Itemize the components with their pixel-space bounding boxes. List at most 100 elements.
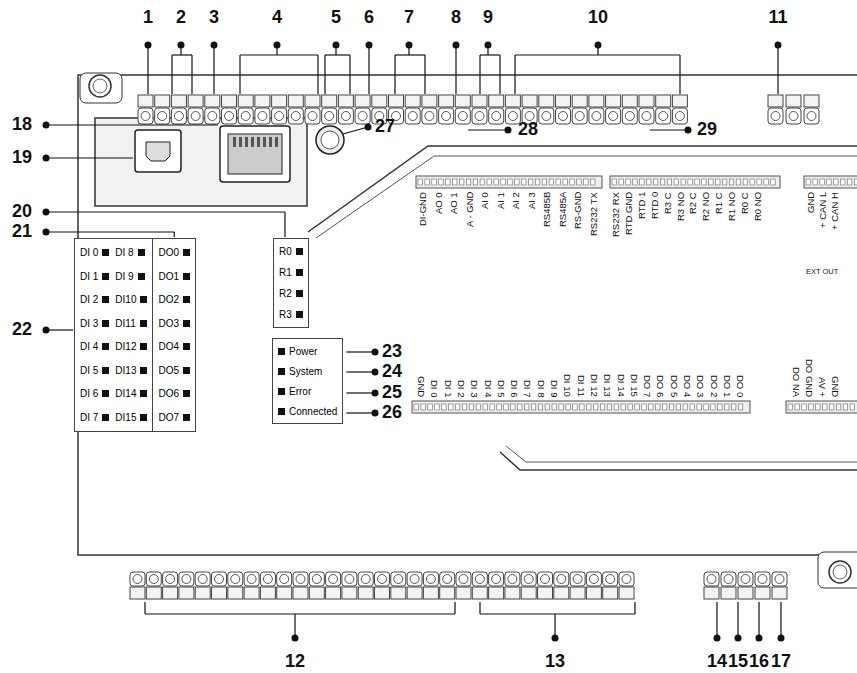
- terminal: [188, 108, 203, 124]
- mounting-hole: [93, 79, 107, 93]
- led-indicator: [278, 408, 285, 415]
- led-label: DI 6: [80, 388, 98, 399]
- led-row: DO6: [158, 388, 190, 399]
- terminal: [721, 572, 736, 586]
- led-indicator: [102, 296, 109, 303]
- terminal: [603, 587, 618, 599]
- terminal-screw: [758, 575, 767, 584]
- led-row: R3: [279, 309, 303, 320]
- led-label: DO2: [158, 294, 179, 305]
- led-indicator: [183, 249, 190, 256]
- header-pin: [449, 404, 454, 410]
- terminal: [656, 108, 671, 124]
- header-pin: [455, 404, 460, 410]
- terminal: [786, 95, 801, 107]
- leader-line: [346, 392, 375, 393]
- terminal: [472, 108, 487, 124]
- header-pin: [600, 404, 605, 410]
- terminal: [755, 587, 770, 599]
- pin-label: R2 NO: [701, 192, 711, 221]
- pin-label: AO 1: [449, 192, 459, 214]
- terminal: [422, 95, 437, 107]
- terminal: [606, 108, 621, 124]
- led-panel: R0R1R2R3: [273, 238, 309, 328]
- header-pin: [676, 404, 681, 410]
- pin-label: DO 2: [708, 375, 718, 397]
- led-label: R3: [279, 309, 292, 320]
- terminal-screw: [557, 575, 566, 584]
- pin-label: GND: [830, 376, 840, 397]
- callout-number: 13: [545, 652, 565, 672]
- leader-line: [171, 55, 172, 94]
- terminal: [505, 95, 520, 107]
- terminal-screw: [675, 112, 684, 121]
- leader-line: [597, 45, 598, 55]
- header-pin: [570, 179, 575, 185]
- header-pin: [653, 179, 658, 185]
- terminal-screw: [492, 575, 501, 584]
- ethernet-pin: [275, 137, 278, 147]
- header-pin: [626, 179, 631, 185]
- pin-label: R0 C: [740, 192, 750, 214]
- led-label: DI 2: [80, 294, 98, 305]
- header-pin: [718, 404, 723, 410]
- terminal: [358, 572, 373, 586]
- header-pin: [566, 404, 571, 410]
- header-pin: [549, 179, 554, 185]
- leader-line: [174, 232, 175, 237]
- header-pin: [809, 404, 814, 410]
- header-pin: [738, 404, 743, 410]
- terminal: [293, 572, 308, 586]
- leader-line: [716, 602, 717, 638]
- terminal-screw: [280, 575, 289, 584]
- connector-panel: [95, 118, 307, 206]
- terminal: [455, 108, 470, 124]
- terminal: [155, 95, 170, 107]
- pin-label: GND: [416, 376, 426, 397]
- terminal-screw: [263, 575, 272, 584]
- terminal-screw: [325, 112, 334, 121]
- pin-label: DI 11: [575, 375, 585, 397]
- terminal-screw: [394, 575, 403, 584]
- header-pin: [843, 404, 848, 410]
- header-pin: [642, 404, 647, 410]
- terminal: [405, 95, 420, 107]
- led-indicator: [102, 249, 109, 256]
- header-pin: [580, 404, 585, 410]
- callout-number: 29: [697, 120, 717, 140]
- header-pin: [593, 404, 598, 410]
- terminal-screw: [182, 575, 191, 584]
- terminal-screw: [191, 112, 200, 121]
- pin-label: DO 3: [695, 375, 705, 397]
- header-pin: [518, 404, 523, 410]
- callout-number: 8: [451, 8, 461, 28]
- terminal: [358, 587, 373, 599]
- terminal: [472, 587, 487, 599]
- leader-line: [479, 602, 480, 614]
- terminal: [228, 587, 243, 599]
- terminal: [656, 95, 671, 107]
- header-pin: [466, 179, 471, 185]
- header-pin: [504, 404, 509, 410]
- led-row: DI14: [115, 388, 147, 399]
- leader-line: [758, 602, 759, 638]
- pin-label: AI 2: [511, 192, 521, 209]
- pin-header: [804, 176, 857, 188]
- led-row: DI 9: [115, 271, 147, 282]
- pin-label: DI 2: [455, 380, 465, 397]
- pin-label: R2 C: [688, 192, 698, 214]
- terminal: [309, 572, 324, 586]
- housing: [78, 75, 857, 555]
- terminal: [786, 108, 801, 124]
- terminal: [672, 95, 687, 107]
- terminal: [163, 587, 178, 599]
- leader-line: [514, 55, 515, 94]
- pin-header: [786, 401, 857, 413]
- led-label: Power: [289, 346, 317, 357]
- led-indicator: [140, 296, 147, 303]
- callout-number: 24: [382, 362, 402, 382]
- terminal: [375, 587, 390, 599]
- terminal-screw: [459, 575, 468, 584]
- header-pin: [501, 179, 506, 185]
- terminal-screw: [492, 112, 501, 121]
